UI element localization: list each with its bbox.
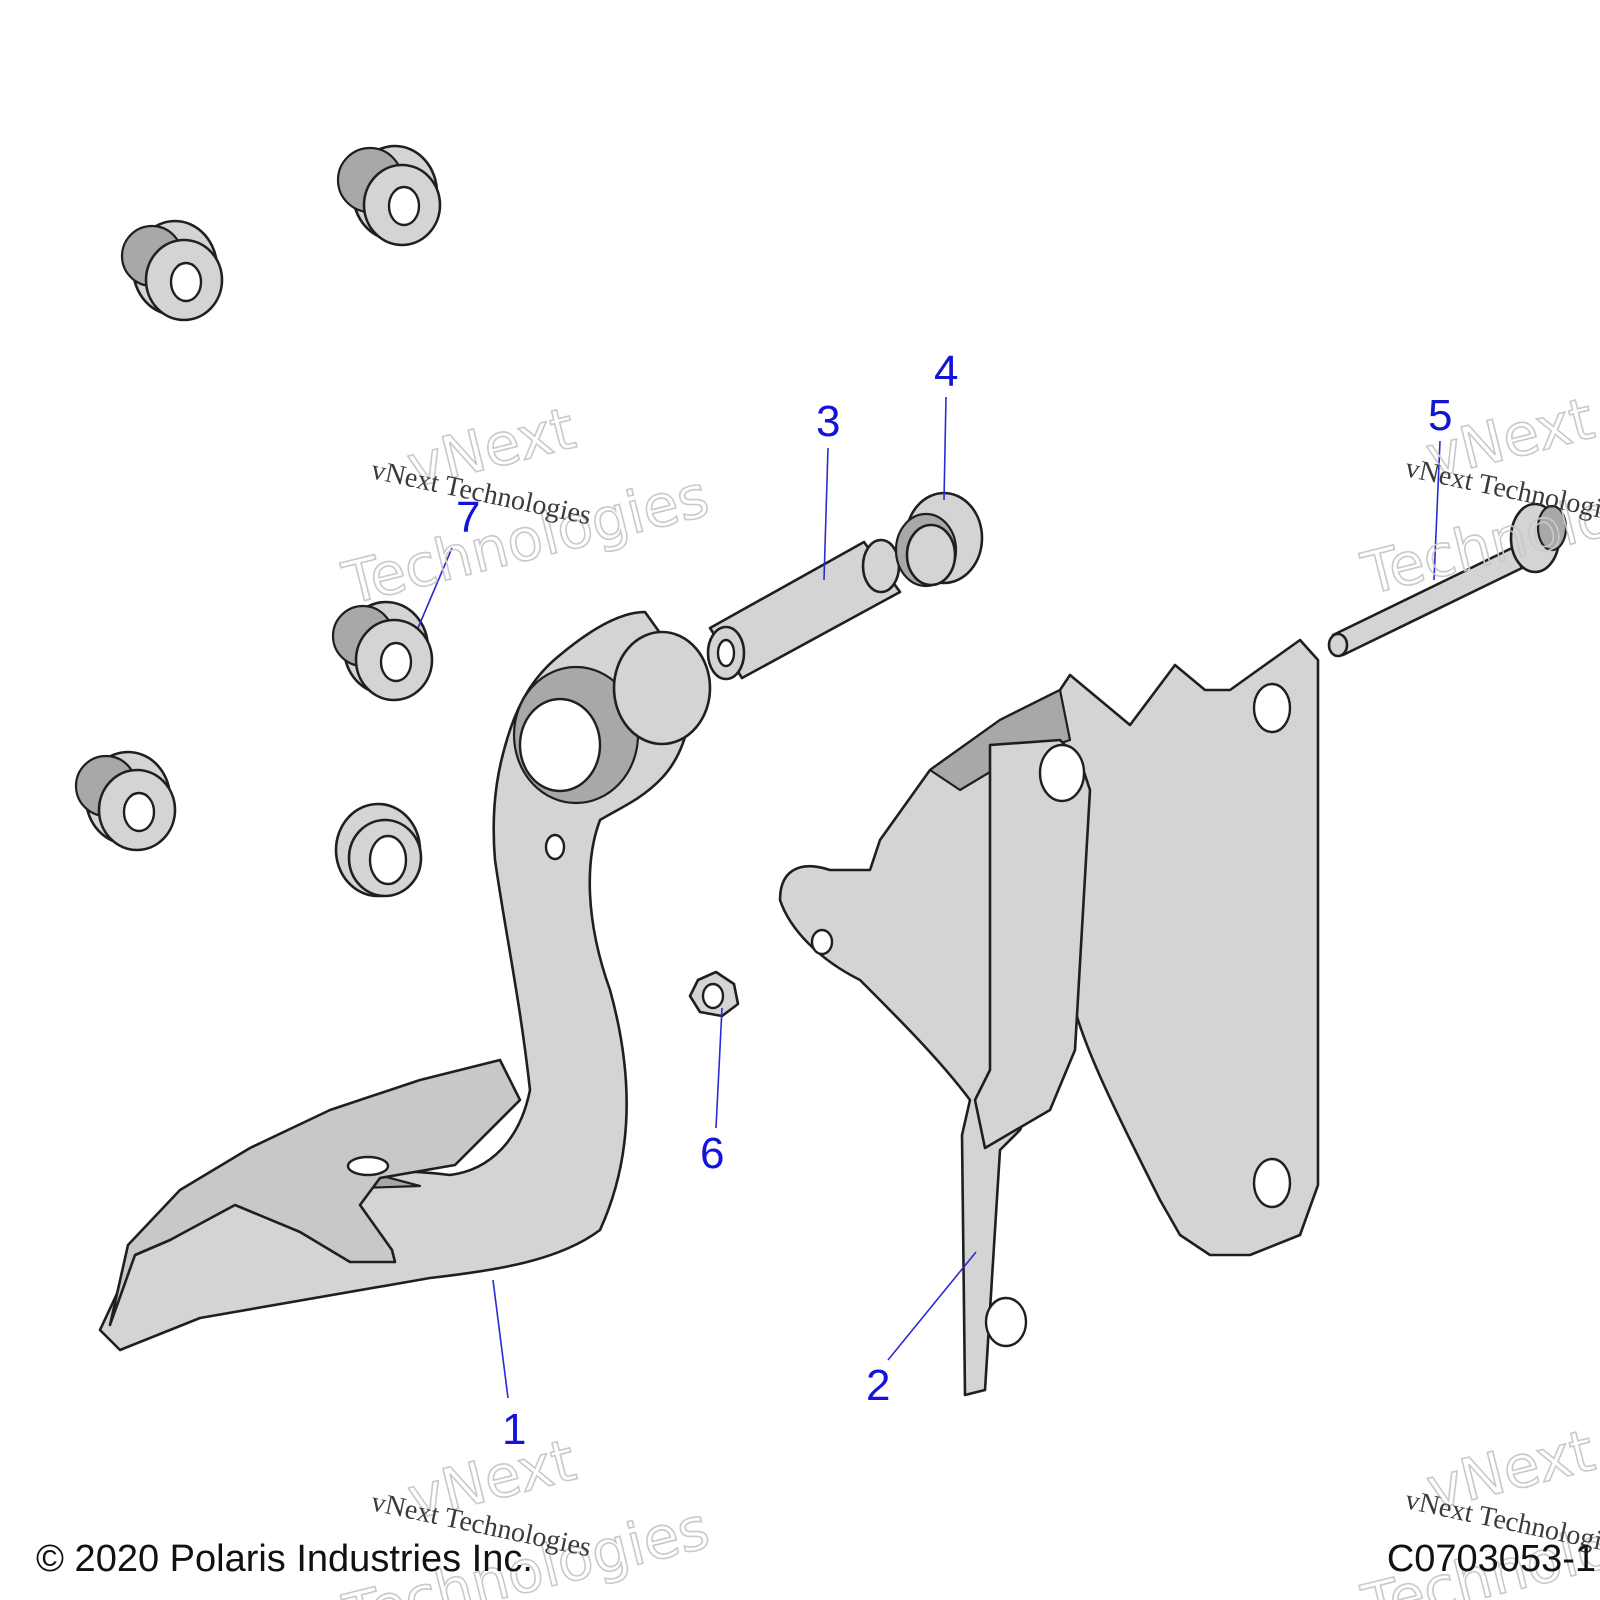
leader-line-2	[887, 1251, 977, 1361]
flange-nut-top-right	[336, 144, 442, 247]
figure-id: C0703053-1	[1386, 1538, 1596, 1580]
brake-pedal	[98, 610, 712, 1352]
callout-3: 3	[816, 397, 840, 446]
spacer-tube	[706, 538, 902, 681]
copyright-notice: © 2020 Polaris Industries Inc.	[36, 1538, 533, 1580]
callout-2: 2	[866, 1361, 890, 1410]
leader-line-7	[417, 547, 453, 629]
leader-line-4	[943, 396, 947, 501]
bushing	[894, 491, 984, 588]
leader-line-6	[715, 1007, 723, 1129]
callout-1: 1	[502, 1405, 526, 1454]
callout-7: 7	[456, 493, 480, 542]
leader-line-3	[823, 447, 829, 581]
bushing-lower	[334, 802, 423, 898]
leader-lines	[417, 396, 1441, 1399]
callout-6: 6	[700, 1129, 724, 1178]
callout-5: 5	[1428, 391, 1452, 440]
flange-nut-lower-left	[74, 750, 177, 852]
callout-4: 4	[934, 347, 958, 396]
pedal-bracket	[778, 638, 1320, 1397]
flange-nut-top-left	[120, 219, 224, 322]
bolt	[1327, 502, 1568, 658]
flange-nut-middle	[331, 600, 434, 702]
leader-line-5	[1433, 440, 1441, 581]
small-nut	[688, 970, 740, 1018]
leader-line-1	[492, 1279, 509, 1399]
